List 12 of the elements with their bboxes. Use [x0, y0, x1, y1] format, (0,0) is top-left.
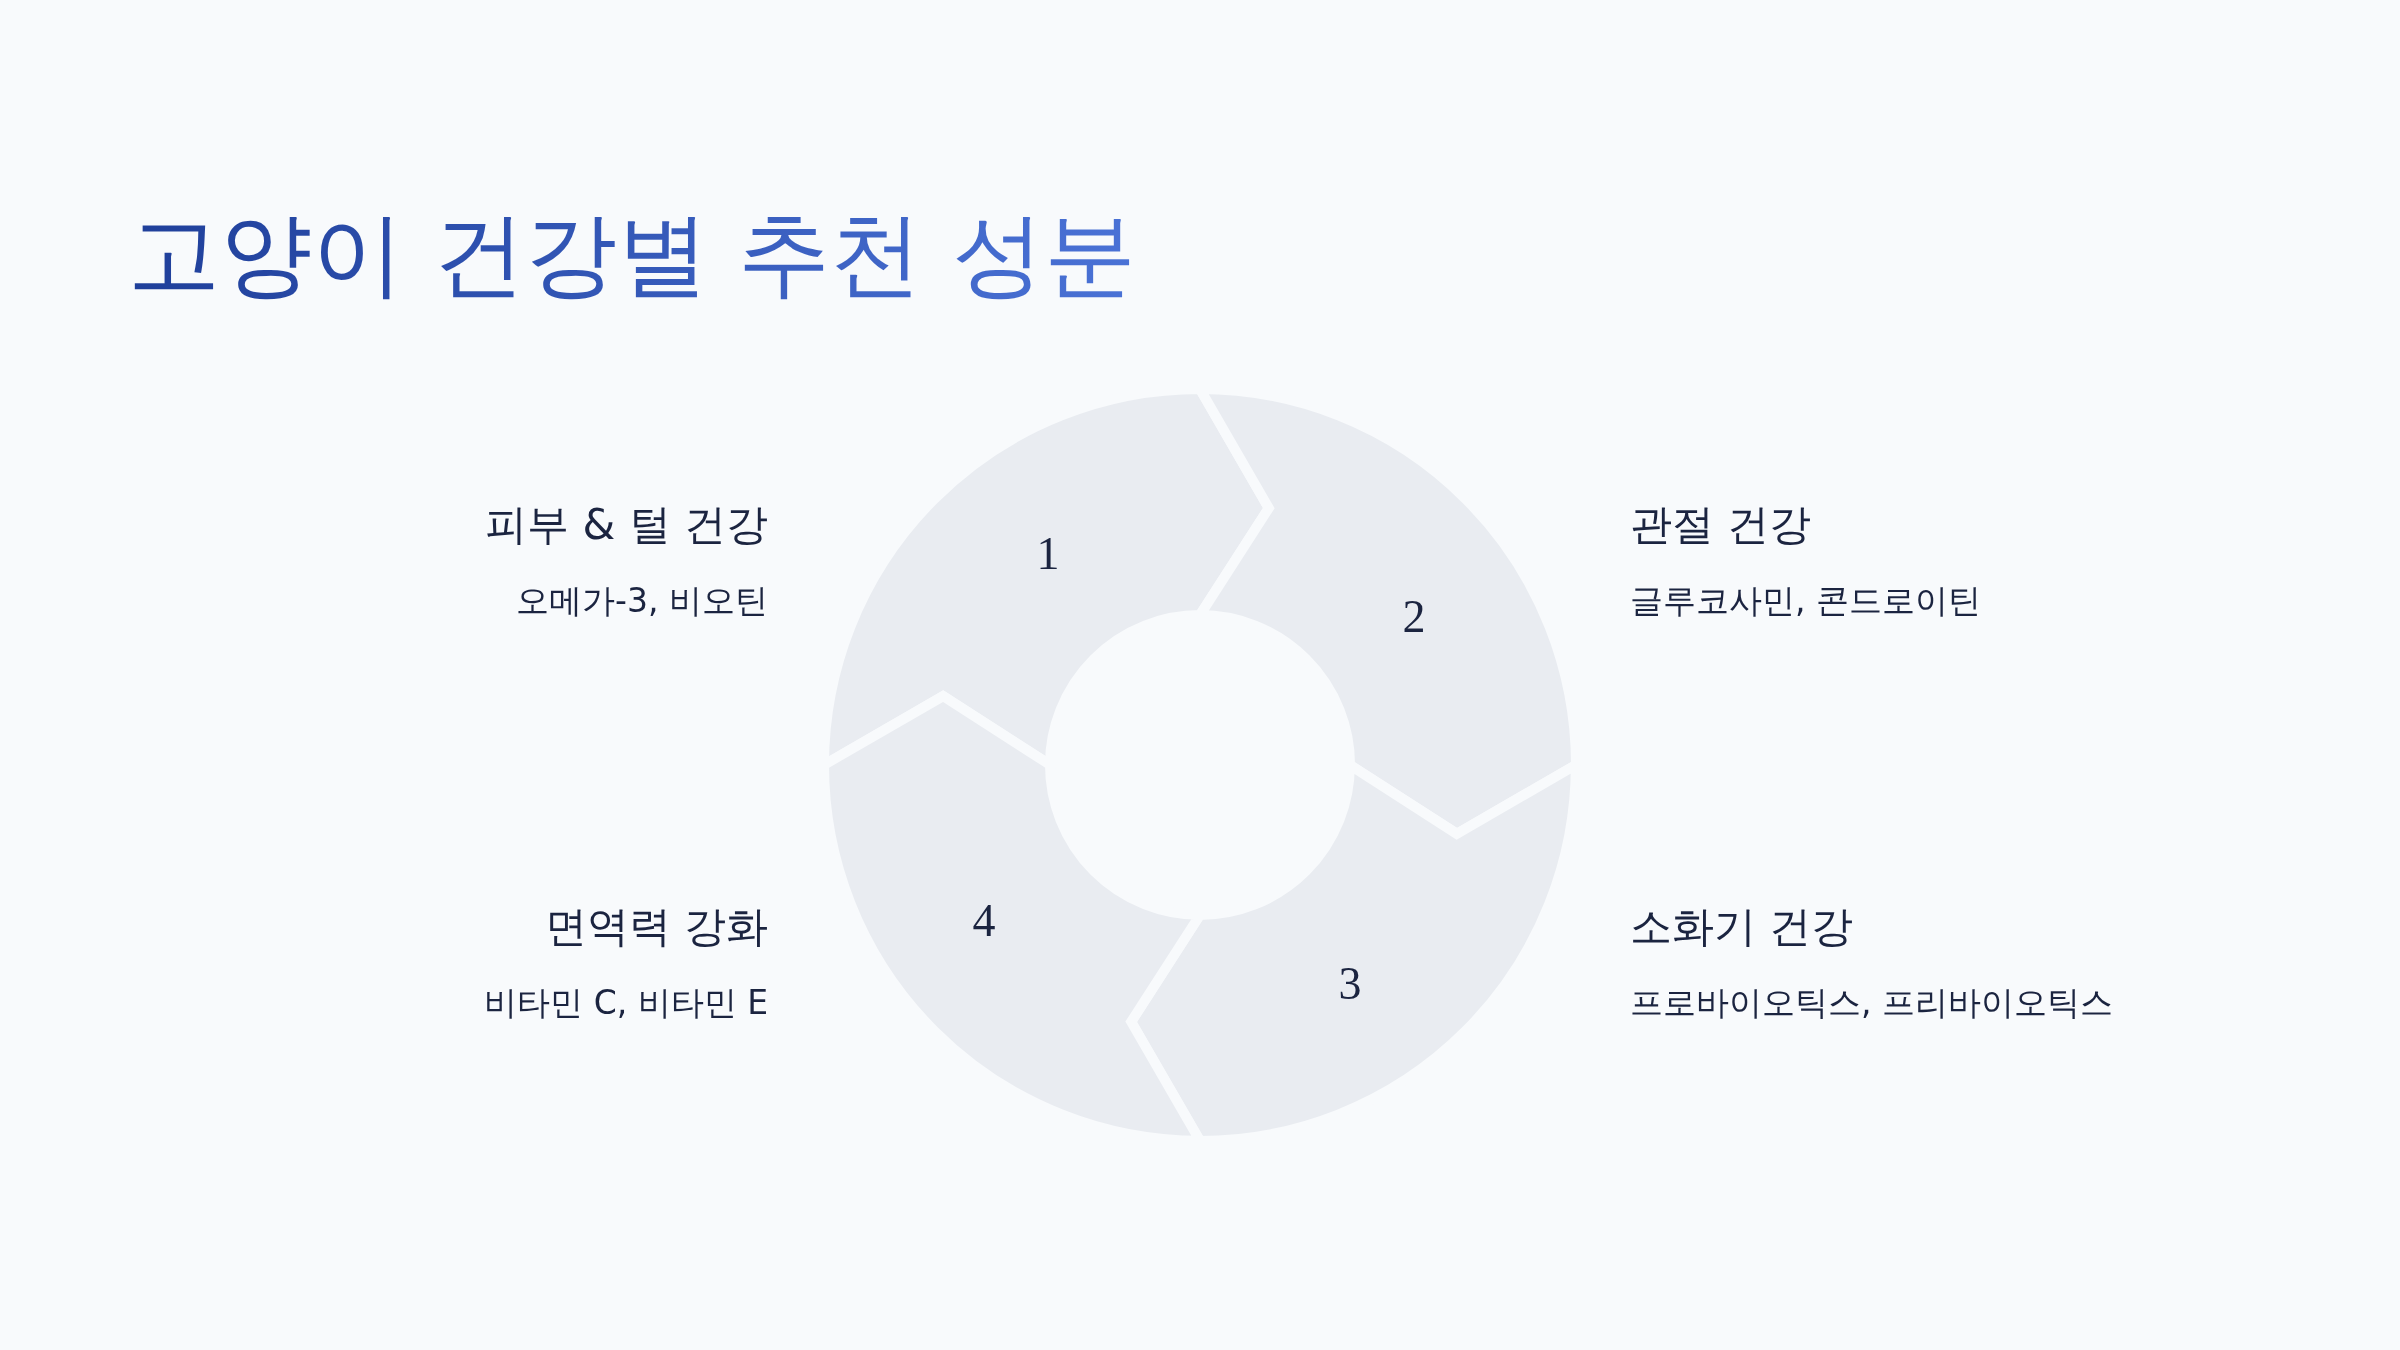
ingredient-list: 글루코사민, 콘드로이틴: [1630, 584, 1981, 617]
ingredient-list: 비타민 C, 비타민 E: [484, 986, 768, 1019]
step-number: 1: [1036, 531, 1060, 577]
step-number: 4: [972, 898, 996, 944]
category-heading: 면역력 강화: [544, 906, 768, 948]
ingredient-list: 프로바이오틱스, 프리바이오틱스: [1630, 986, 2113, 1019]
step-number: 3: [1338, 961, 1362, 1007]
category-heading: 피부 & 털 건강: [485, 504, 768, 546]
category-heading: 관절 건강: [1630, 504, 1812, 546]
category-heading: 소화기 건강: [1630, 906, 1854, 948]
ingredient-list: 오메가-3, 비오틴: [516, 584, 768, 617]
step-number: 2: [1402, 594, 1426, 640]
